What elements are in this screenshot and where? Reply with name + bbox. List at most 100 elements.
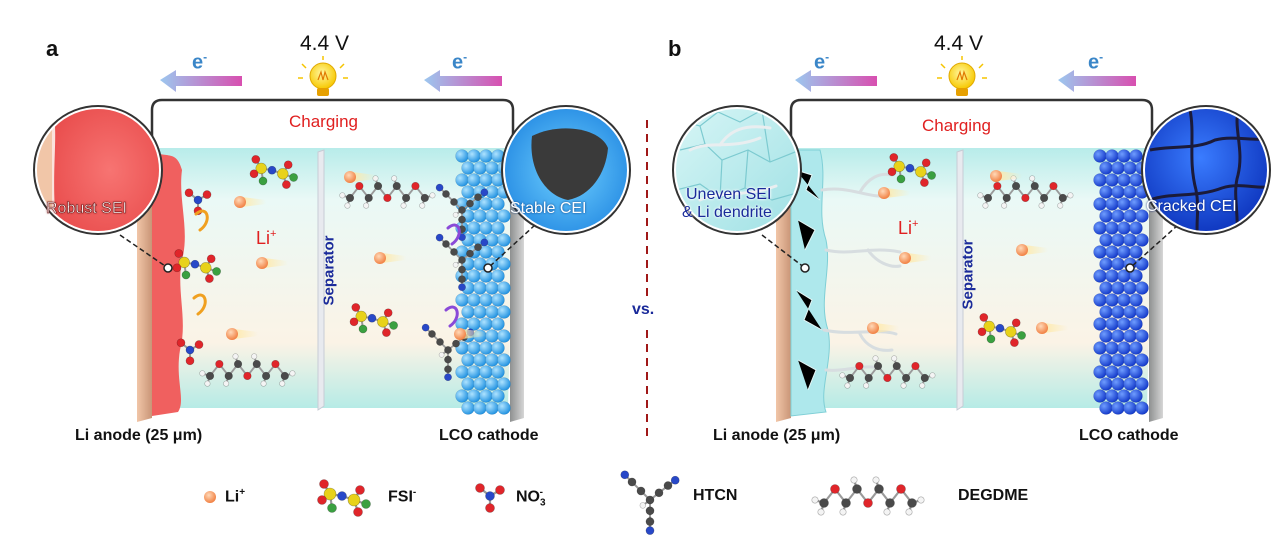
- cathode-particle: [1105, 149, 1119, 163]
- cathode-particle: [479, 293, 493, 307]
- zoom-uneven-sei: [672, 105, 802, 235]
- cathode-particle: [1099, 185, 1113, 199]
- electron-flow-arrow-right: [1058, 70, 1136, 92]
- li-ion-particle: [899, 252, 931, 264]
- cathode-particle: [461, 161, 475, 175]
- separator-membrane: [317, 149, 325, 411]
- cathode-particle: [473, 209, 487, 223]
- cathode-particle: [467, 149, 481, 163]
- electrolyte-region: [143, 148, 515, 408]
- cathode-particle: [467, 341, 481, 355]
- external-circuit-wire: [789, 98, 1154, 170]
- cathode-particle: [1129, 293, 1143, 307]
- cathode-particle: [1093, 197, 1107, 211]
- cathode-particle: [1117, 173, 1131, 187]
- li-ion-label-b: Li+: [898, 218, 919, 238]
- cathode-particle: [1111, 185, 1125, 199]
- zoom-leader-anode: [119, 234, 169, 269]
- cathode-particle: [1099, 401, 1113, 415]
- cathode-particle: [1111, 401, 1125, 415]
- htcn-molecule: [435, 183, 489, 242]
- lco-cathode-particles: [1093, 149, 1149, 415]
- cathode-particle: [497, 329, 511, 343]
- cathode-particle: [485, 353, 499, 367]
- cathode-particle: [467, 365, 481, 379]
- degdme-molecule: [839, 355, 936, 389]
- cathode-particle: [1135, 281, 1149, 295]
- cathode-particle: [467, 293, 481, 307]
- zoom-stable-cei: [501, 105, 631, 235]
- cathode-particle: [1099, 329, 1113, 343]
- cathode-particle: [485, 377, 499, 391]
- cathode-particle: [467, 173, 481, 187]
- charging-label-a: Charging: [289, 112, 358, 131]
- cathode-particle: [1099, 305, 1113, 319]
- cathode-particle: [1099, 257, 1113, 271]
- cathode-particle: [479, 365, 493, 379]
- panel-a: [33, 56, 631, 422]
- cathode-particle: [467, 221, 481, 235]
- cathode-label-a: LCO cathode: [439, 427, 539, 444]
- no3-molecule: [176, 338, 204, 366]
- cathode-particle: [1093, 389, 1107, 403]
- cathode-particle: [1135, 329, 1149, 343]
- legend-htcn: HTCN: [693, 487, 738, 504]
- cathode-particle: [1117, 317, 1131, 331]
- cathode-particle: [1123, 185, 1137, 199]
- cathode-particle: [1117, 221, 1131, 235]
- cathode-particle: [1123, 353, 1137, 367]
- zoom-leader-anode: [761, 234, 806, 269]
- li-ion-label-a: Li+: [256, 228, 277, 248]
- electron-flow-arrow-left: [795, 70, 877, 92]
- cathode-particle: [1129, 149, 1143, 163]
- cathode-particle: [1099, 281, 1113, 295]
- external-circuit-wire: [150, 98, 515, 170]
- cathode-particle: [491, 365, 505, 379]
- cathode-particle: [461, 305, 475, 319]
- zoom-label-uneven-sei: Uneven SEI& Li dendrite: [682, 186, 772, 221]
- cathode-particle: [1123, 401, 1137, 415]
- legend-htcn-icon: [620, 470, 680, 535]
- cathode-particle: [1093, 293, 1107, 307]
- zoom-anchor-anode: [800, 263, 810, 273]
- cathode-particle: [1099, 161, 1113, 175]
- electrolyte-region: [782, 148, 1154, 408]
- cathode-particle: [1123, 329, 1137, 343]
- cathode-particle: [1111, 377, 1125, 391]
- cathode-particle: [491, 389, 505, 403]
- panel-b: [672, 56, 1271, 422]
- cathode-particle: [479, 197, 493, 211]
- cathode-particle: [1111, 281, 1125, 295]
- cathode-particle: [479, 389, 493, 403]
- zoom-anchor-cathode: [483, 263, 493, 273]
- li-ion-particle: [878, 187, 910, 199]
- charging-label-b: Charging: [922, 116, 991, 135]
- degdme-molecule: [199, 353, 296, 387]
- cathode-particle: [1105, 221, 1119, 235]
- cathode-particle: [1129, 197, 1143, 211]
- light-bulb-icon: [298, 56, 348, 96]
- adsorption-arrow: [192, 293, 207, 316]
- zoom-label-stable-cei: Stable CEI: [510, 200, 587, 217]
- cathode-particle: [1093, 221, 1107, 235]
- zoom-robust-sei: [33, 105, 163, 235]
- cathode-particle: [461, 377, 475, 391]
- cathode-particle: [479, 341, 493, 355]
- cathode-particle: [491, 317, 505, 331]
- zoom-cracked-cei: [1141, 105, 1271, 235]
- cathode-label-b: LCO cathode: [1079, 427, 1179, 444]
- cathode-particle: [1117, 341, 1131, 355]
- cathode-particle: [1129, 389, 1143, 403]
- zoom-anchor-anode: [163, 263, 173, 273]
- cathode-particle: [473, 377, 487, 391]
- fsi-molecule: [172, 249, 221, 283]
- molecules-layer: [172, 153, 1074, 389]
- electron-label-b-right: e-: [1088, 50, 1104, 74]
- cathode-particle: [1135, 257, 1149, 271]
- fsi-molecule: [977, 313, 1026, 347]
- zoom-anchor-cathode: [1125, 263, 1135, 273]
- cathode-particle: [1117, 293, 1131, 307]
- cathode-particle: [1111, 257, 1125, 271]
- legend-icons: [204, 470, 925, 535]
